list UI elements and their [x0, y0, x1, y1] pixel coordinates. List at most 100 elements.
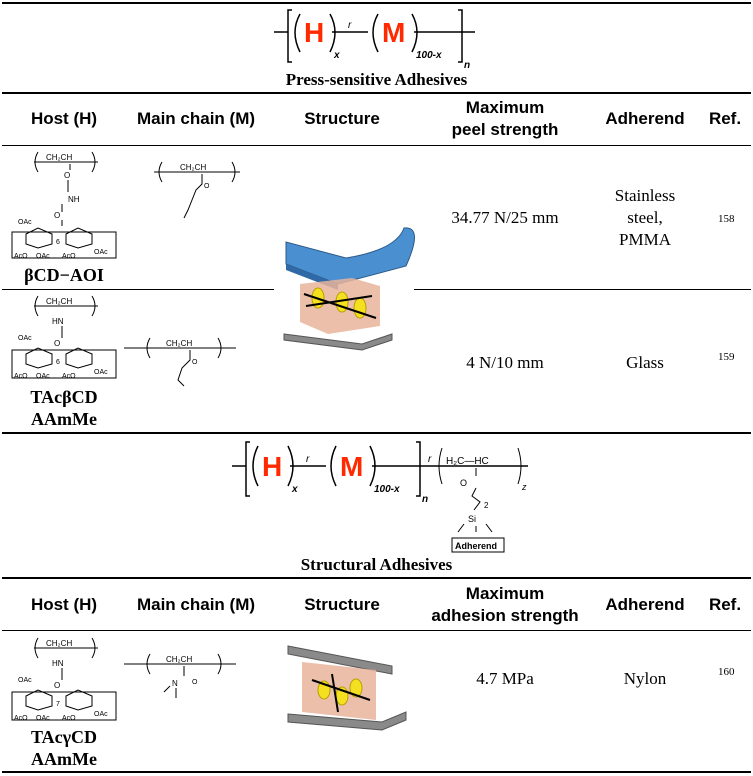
- svg-text:O: O: [64, 171, 70, 180]
- svg-text:100-x: 100-x: [374, 484, 400, 495]
- svg-text:CH₂CH: CH₂CH: [166, 655, 192, 664]
- row-separator-1-right: [414, 289, 751, 290]
- ref-158: 158: [718, 213, 735, 225]
- col-header-ref: Ref.: [708, 109, 742, 128]
- svg-text:Adherend: Adherend: [455, 541, 497, 551]
- strength-value-row2: 4 N/10 mm: [466, 353, 544, 372]
- col-header-adherend-2: Adherend: [605, 595, 685, 614]
- header-rule-top-1: [2, 92, 751, 94]
- svg-text:CH₂CH: CH₂CH: [180, 163, 206, 172]
- host-structure-bcd-aoi: CH₂CH O NH O OAc AcO OAc AcO OAc 6: [11, 151, 117, 260]
- ref-160: 160: [718, 666, 735, 678]
- svg-text:AcO: AcO: [62, 715, 76, 722]
- svg-text:r: r: [306, 454, 310, 465]
- col-header-host-2: Host (H): [30, 595, 98, 614]
- col-header-main-chain-2: Main chain (M): [136, 595, 256, 614]
- svg-text:CH₂CH: CH₂CH: [166, 339, 192, 348]
- col-header-host: Host (H): [30, 109, 98, 128]
- section-title-press-sensitive: Press-sensitive Adhesives: [285, 70, 468, 89]
- svg-text:HN: HN: [52, 317, 64, 326]
- svg-text:x: x: [291, 484, 298, 495]
- svg-text:CH₂CH: CH₂CH: [46, 153, 72, 162]
- col-header-strength-2: Maximum adhesion strength: [420, 583, 590, 627]
- bottom-rule: [2, 771, 751, 773]
- host-name-bcd-aoi: βCD−AOI: [24, 265, 104, 285]
- svg-text:CH₂CH: CH₂CH: [46, 639, 72, 648]
- main-chain-ethyl-acrylate: CH₂CH O: [124, 337, 236, 387]
- header-rule-bottom-1: [2, 145, 751, 146]
- svg-text:H₂C—HC: H₂C—HC: [446, 456, 489, 467]
- svg-text:n: n: [422, 494, 428, 505]
- col-header-strength2-line2: adhesion strength: [431, 606, 579, 625]
- svg-text:Si: Si: [468, 514, 476, 524]
- svg-text:O: O: [204, 183, 210, 190]
- strength-value-row1: 34.77 N/25 mm: [451, 208, 559, 227]
- polymer-formula-2: H x r M 100-x n r H₂C—HC z O 2 Si Adhere…: [232, 441, 528, 553]
- col-header-strength2-line1: Maximum: [465, 584, 545, 603]
- col-header-main-chain: Main chain (M): [136, 109, 256, 128]
- structure-illustration-peel: [283, 227, 415, 351]
- structure-illustration-lap-shear: [287, 645, 407, 731]
- svg-text:n: n: [464, 60, 470, 70]
- header-rule-top-2: [2, 577, 751, 579]
- host-structure-tacgcd-aamme: CH₂CH HN O OAc AcO OAc AcO OAc 7: [11, 637, 117, 722]
- svg-text:OAc: OAc: [18, 677, 32, 684]
- adherend-row3: Nylon: [623, 669, 667, 688]
- main-chain-butyl-acrylate: CH₂CH O: [154, 161, 240, 219]
- svg-text:AcO: AcO: [14, 715, 28, 722]
- col-header-strength-line2: peel strength: [451, 120, 559, 139]
- svg-text:7: 7: [56, 701, 60, 708]
- col-header-adherend: Adherend: [605, 109, 685, 128]
- svg-text:r: r: [348, 20, 352, 31]
- svg-text:x: x: [333, 50, 340, 61]
- svg-text:OAc: OAc: [36, 373, 50, 380]
- section-rule-2: [2, 432, 751, 434]
- svg-text:AcO: AcO: [62, 373, 76, 380]
- svg-text:AcO: AcO: [14, 373, 28, 380]
- svg-text:O: O: [460, 478, 467, 488]
- top-rule: [2, 2, 751, 4]
- svg-text:O: O: [54, 681, 60, 690]
- svg-text:OAc: OAc: [94, 369, 108, 376]
- header-rule-bottom-2: [2, 630, 751, 631]
- row-separator-1-left: [2, 289, 274, 290]
- polymer-formula-1: H x r M 100-x n: [274, 9, 475, 70]
- svg-text:O: O: [54, 211, 60, 220]
- svg-text:OAc: OAc: [94, 249, 108, 256]
- svg-text:OAc: OAc: [94, 711, 108, 718]
- strength-value-row3: 4.7 MPa: [476, 669, 534, 688]
- svg-text:100-x: 100-x: [416, 50, 442, 61]
- host-structure-tacbcd-aamme: CH₂CH HN O OAc AcO OAc AcO OAc 6: [11, 295, 117, 380]
- section-title-structural: Structural Adhesives: [300, 555, 453, 574]
- main-M-label: M: [382, 17, 405, 48]
- host-H-label-2: H: [262, 451, 282, 482]
- svg-text:OAc: OAc: [18, 335, 32, 342]
- main-chain-dimethylacrylamide: CH₂CH N O: [124, 653, 236, 698]
- svg-text:OAc: OAc: [36, 715, 50, 722]
- col-header-strength-line1: Maximum: [465, 98, 545, 117]
- svg-text:OAc: OAc: [36, 253, 50, 260]
- adherend-row1: Stainless steel, PMMA: [614, 186, 676, 249]
- main-M-label-2: M: [340, 451, 363, 482]
- svg-text:AcO: AcO: [62, 253, 76, 260]
- svg-text:AcO: AcO: [14, 253, 28, 260]
- col-header-ref-2: Ref.: [708, 595, 742, 614]
- svg-text:6: 6: [56, 359, 60, 366]
- adherend-row2: Glass: [626, 353, 664, 372]
- svg-text:r: r: [428, 454, 432, 465]
- col-header-strength: Maximum peel strength: [420, 97, 590, 141]
- svg-text:NH: NH: [68, 195, 80, 204]
- svg-text:6: 6: [56, 239, 60, 246]
- host-H-label: H: [304, 17, 324, 48]
- svg-text:N: N: [172, 679, 178, 688]
- svg-text:z: z: [521, 482, 527, 492]
- svg-text:CH₂CH: CH₂CH: [46, 297, 72, 306]
- col-header-structure-2: Structure: [304, 595, 380, 614]
- ref-159: 159: [718, 351, 735, 363]
- svg-text:OAc: OAc: [18, 219, 32, 226]
- svg-text:O: O: [192, 679, 198, 686]
- col-header-structure: Structure: [304, 109, 380, 128]
- svg-text:2: 2: [484, 501, 489, 510]
- host-name-tacgcd-aamme: TAcγCD AAmMe: [30, 727, 98, 769]
- svg-text:O: O: [54, 339, 60, 348]
